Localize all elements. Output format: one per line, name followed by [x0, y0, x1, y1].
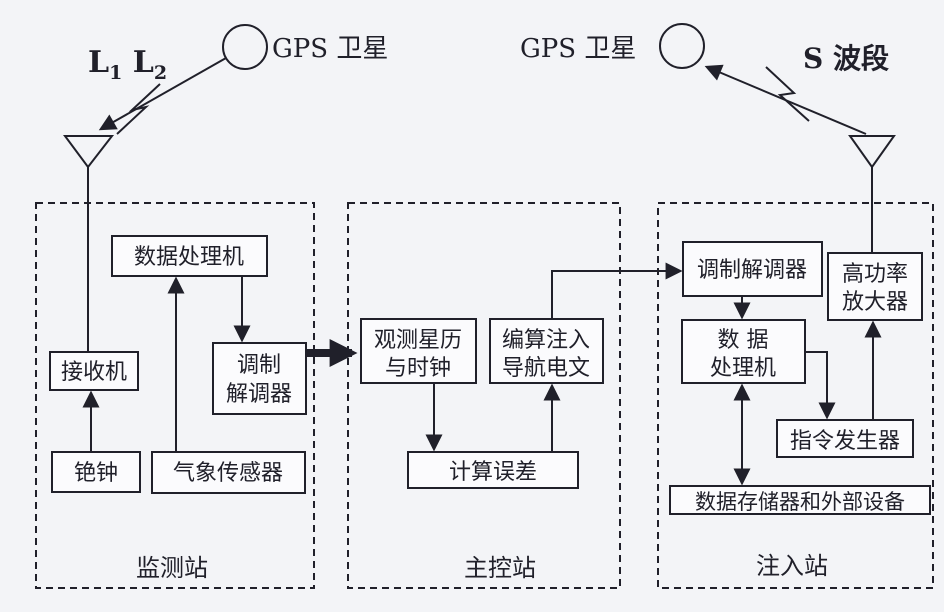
l-band-label: L1 L2 — [88, 45, 167, 84]
gps-satellite-left-icon — [222, 24, 268, 70]
monitor-station: 数据处理机 接收机 调制解调器 铯钟 气象传感器 监测站 — [49, 235, 307, 582]
storage-label: 数据存储器和外部设备 — [695, 490, 905, 514]
cesium-clock-box — [51, 451, 141, 493]
lightning-bolt-right-icon — [765, 66, 810, 122]
compile-to-injection-modem-arrow — [551, 262, 683, 319]
antenna-right-icon — [848, 135, 896, 169]
gps-satellite-right-label: GPS 卫星 — [520, 34, 636, 64]
amplifier-label: 高功率放大器 — [842, 262, 908, 315]
gps-satellite-right-icon — [659, 23, 705, 69]
storage-box — [669, 485, 931, 515]
processor-to-command-arrow — [805, 351, 836, 420]
observe-ephemeris-box — [360, 318, 477, 384]
injection-processor-box — [681, 319, 806, 384]
sky-area — [63, 23, 896, 352]
compute-error-label: 计算误差 — [449, 460, 537, 485]
monitor-station-label: 监测站 — [136, 554, 208, 582]
command-generator-box — [776, 419, 914, 458]
gps-satellite-left-label: GPS 卫星 — [272, 34, 388, 64]
injection-modem-label: 调制解调器 — [697, 258, 807, 283]
master-station: 观测星历与时钟 编算注入导航电文 计算误差 主控站 — [360, 318, 604, 582]
cesium-clock-label: 铯钟 — [74, 461, 118, 486]
master-station-label: 主控站 — [464, 554, 536, 582]
injection-station-label: 注入站 — [756, 552, 828, 580]
injection-station-frame — [657, 202, 934, 589]
compile-message-label: 编算注入导航电文 — [502, 328, 590, 381]
weather-sensor-label: 气象传感器 — [173, 461, 283, 486]
receiver-box — [49, 351, 139, 391]
compute-error-box — [407, 451, 579, 489]
receiver-label: 接收机 — [61, 360, 127, 385]
weather-sensor-box — [151, 451, 306, 494]
s-band-label: S 波段 — [803, 42, 889, 75]
downlink-line-icon — [98, 57, 227, 131]
antenna-left-icon — [63, 135, 115, 169]
observe-ephemeris-label: 观测星历与时钟 — [374, 328, 462, 381]
data-processor-box — [111, 235, 268, 277]
lightning-bolt-left-icon — [116, 83, 161, 135]
injection-modem-box — [682, 241, 823, 297]
amplifier-box — [827, 252, 923, 321]
modem-box — [212, 342, 307, 415]
command-generator-label: 指令发生器 — [790, 429, 900, 454]
injection-station: 调制解调器 高功率放大器 数 据处理机 指令发生器 数据存储器和外部设备 注入站 — [669, 241, 931, 580]
master-station-frame — [347, 202, 621, 589]
modem-label: 调制解调器 — [226, 353, 292, 407]
compile-message-box — [489, 318, 604, 384]
injection-processor-label: 数 据处理机 — [710, 328, 776, 381]
monitor-station-frame — [35, 202, 315, 589]
data-processor-label: 数据处理机 — [134, 245, 244, 270]
